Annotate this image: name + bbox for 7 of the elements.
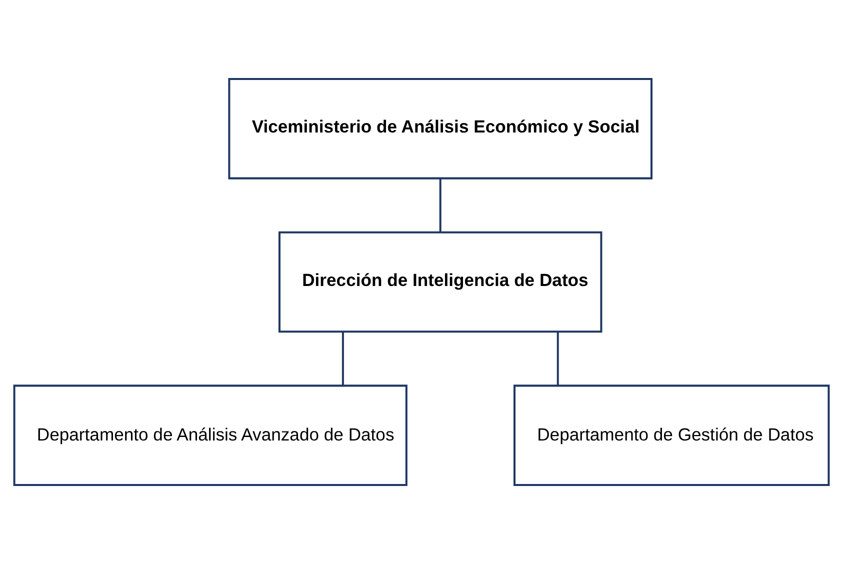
- connector: [556, 331, 558, 385]
- node-box: Dirección de Inteligencia de Datos: [278, 230, 602, 332]
- connector: [438, 178, 441, 232]
- connector: [341, 331, 344, 385]
- node-box: Viceministerio de Análisis Económico y Social: [228, 78, 652, 179]
- node-box: Departamento de Gestión de Datos: [513, 384, 830, 486]
- node-box: Departamento de Análisis Avanzado de Datos: [12, 384, 407, 486]
